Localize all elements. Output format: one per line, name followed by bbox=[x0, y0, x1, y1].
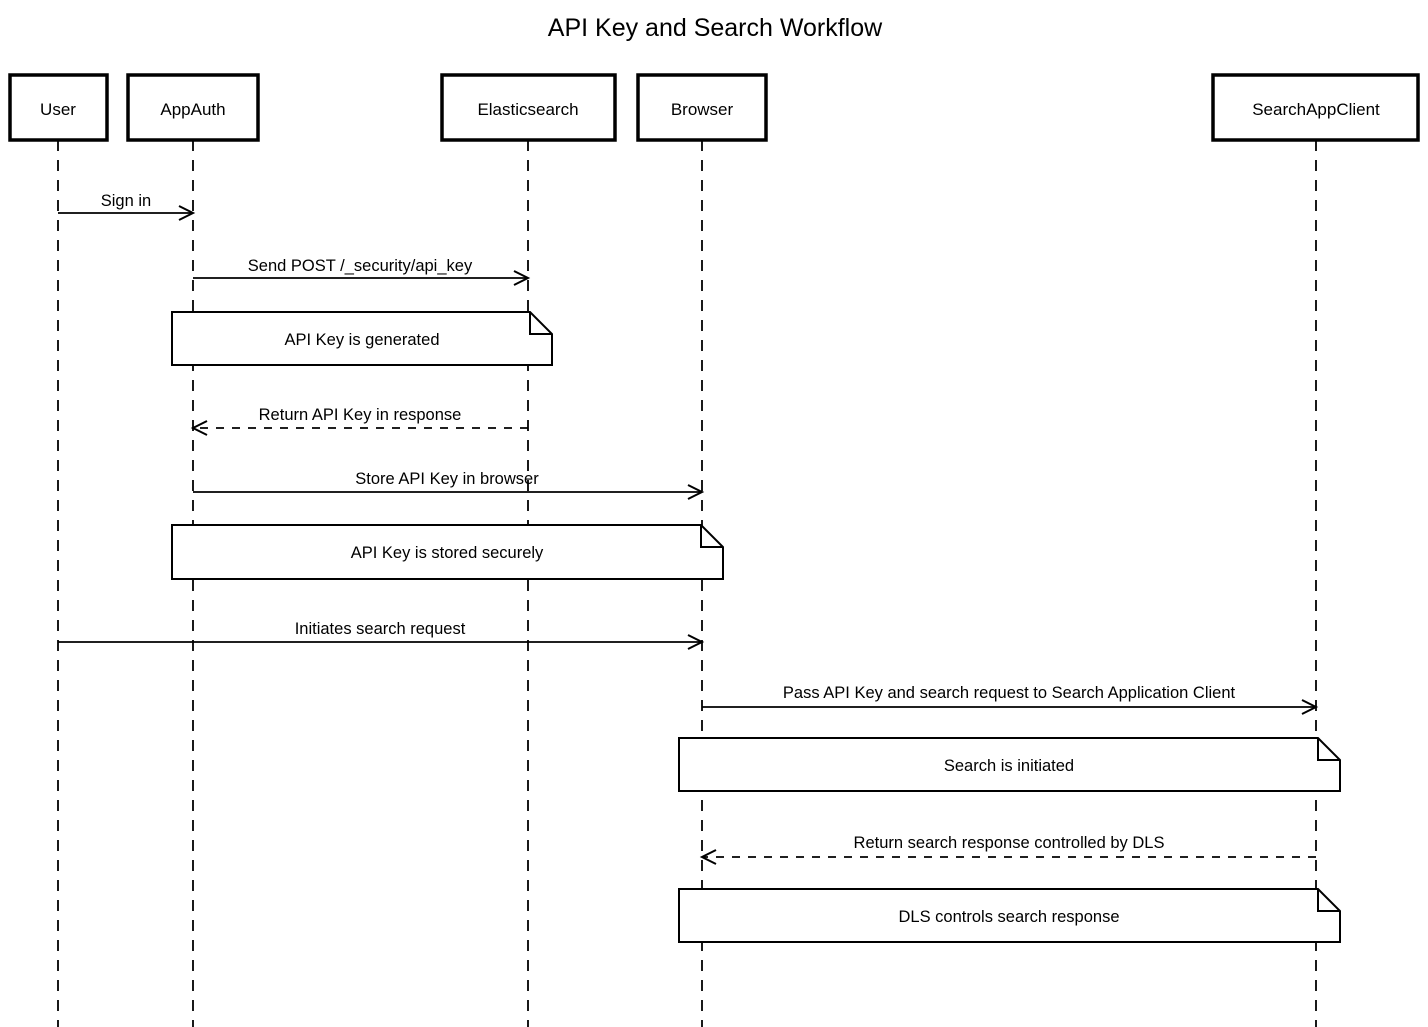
message-initiates-search: Initiates search request bbox=[58, 620, 705, 650]
note-dls-controls-fold bbox=[1317, 889, 1340, 912]
note-api-key-stored-label: API Key is stored securely bbox=[351, 544, 544, 562]
message-return-api-key-label: Return API Key in response bbox=[259, 406, 462, 424]
participant-user: User bbox=[8, 73, 109, 142]
message-pass-api-key: Pass API Key and search request to Searc… bbox=[702, 684, 1319, 715]
note-search-initiated-label: Search is initiated bbox=[944, 757, 1074, 775]
diagram-title: API Key and Search Workflow bbox=[548, 14, 883, 42]
participant-elasticsearch: Elasticsearch bbox=[440, 73, 617, 142]
participant-appauth-box bbox=[126, 73, 260, 142]
message-return-search-response: Return search response controlled by DLS bbox=[699, 834, 1316, 865]
note-api-key-generated: API Key is generated bbox=[171, 311, 553, 366]
message-send-post-api-key: Send POST /_security/api_key bbox=[193, 257, 531, 286]
note-search-initiated-shape bbox=[678, 737, 1341, 792]
participant-browser: Browser bbox=[636, 73, 768, 142]
note-api-key-stored-shape bbox=[171, 524, 724, 580]
note-api-key-generated-label: API Key is generated bbox=[284, 331, 439, 349]
note-dls-controls: DLS controls search response bbox=[678, 888, 1341, 943]
message-initiates-search-label: Initiates search request bbox=[295, 620, 466, 638]
participant-elasticsearch-label: Elasticsearch bbox=[477, 100, 578, 119]
note-api-key-generated-fold bbox=[529, 312, 552, 335]
message-sign-in: Sign in bbox=[58, 192, 196, 221]
message-store-api-key: Store API Key in browser bbox=[193, 470, 705, 500]
participant-browser-box bbox=[636, 73, 768, 142]
message-send-post-api-key-label: Send POST /_security/api_key bbox=[248, 257, 473, 275]
note-dls-controls-label: DLS controls search response bbox=[898, 908, 1119, 926]
message-store-api-key-label: Store API Key in browser bbox=[355, 470, 539, 488]
note-api-key-stored: API Key is stored securely bbox=[171, 524, 724, 580]
participant-appauth: AppAuth bbox=[126, 73, 260, 142]
message-sign-in-label: Sign in bbox=[101, 192, 151, 210]
participant-browser-label: Browser bbox=[671, 100, 734, 119]
participant-searchappclient: SearchAppClient bbox=[1211, 73, 1420, 142]
participant-elasticsearch-box bbox=[440, 73, 617, 142]
note-search-initiated: Search is initiated bbox=[678, 737, 1341, 792]
participant-user-label: User bbox=[40, 100, 76, 119]
participant-appauth-label: AppAuth bbox=[160, 100, 225, 119]
participant-user-box bbox=[8, 73, 109, 142]
note-dls-controls-shape bbox=[678, 888, 1341, 943]
participant-searchappclient-box bbox=[1211, 73, 1420, 142]
message-return-api-key: Return API Key in response bbox=[190, 406, 528, 436]
note-api-key-stored-fold bbox=[700, 525, 723, 548]
note-api-key-generated-shape bbox=[171, 311, 553, 366]
note-search-initiated-fold bbox=[1317, 738, 1340, 761]
message-return-search-response-label: Return search response controlled by DLS bbox=[854, 834, 1165, 852]
participant-searchappclient-label: SearchAppClient bbox=[1252, 100, 1380, 119]
message-pass-api-key-label: Pass API Key and search request to Searc… bbox=[783, 684, 1236, 702]
